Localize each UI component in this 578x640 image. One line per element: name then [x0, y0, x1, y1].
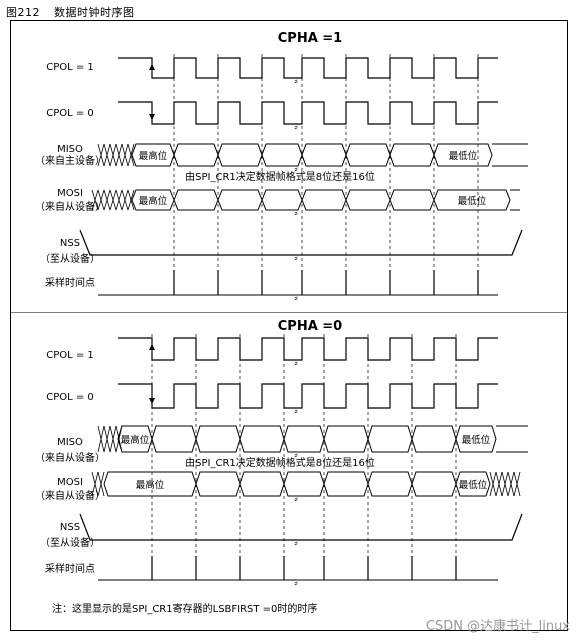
row-label-mosi: MOSI	[57, 188, 83, 199]
break-mark: ⸗	[294, 450, 298, 461]
row-label-miso: （来自从设备）	[35, 451, 105, 464]
timing-panel-1: CPHA =1 CPOL = 1 CPOL = 0 MISO（来自主设备） MOSI（来…	[35, 31, 528, 304]
mosi-bus-bit-cell	[261, 189, 303, 211]
cpol1-clock-waveform	[118, 57, 498, 79]
mosi-bus-bit-cell	[389, 189, 435, 211]
miso-bus-bit-cell	[367, 425, 413, 453]
row-label-nss: NSS	[60, 238, 80, 249]
mosi-bus-bit-cell	[345, 189, 391, 211]
row-label-cpol1: CPOL = 1	[46, 62, 94, 73]
break-mark: ⸗	[294, 164, 298, 175]
row-label-sample: 采样时间点	[45, 276, 95, 289]
break-mark: ⸗	[294, 253, 298, 264]
frame-format-note: 由SPI_CR1决定数据帧格式是8位还是16位	[185, 170, 375, 183]
row-label-cpol0: CPOL = 0	[46, 392, 94, 403]
mosi-bus-bit-cell	[455, 471, 491, 497]
break-mark: ⸗	[294, 494, 298, 505]
miso-bus-bit-cell	[239, 425, 285, 453]
break-mark: ⸗	[294, 538, 298, 549]
miso-bus-msb-label: 最高位	[121, 434, 150, 446]
mosi-bus-msb-label: 最高位	[136, 479, 165, 491]
row-label-sample: 采样时间点	[45, 562, 95, 575]
miso-bus-bit-cell	[261, 143, 303, 167]
mosi-bus-bit-cell	[411, 471, 457, 497]
panel-header: CPHA =0	[278, 319, 342, 334]
figure-frame	[10, 20, 568, 631]
edge-arrow-down	[149, 398, 155, 404]
row-label-cpol1: CPOL = 1	[46, 350, 94, 361]
edge-arrow-up	[149, 64, 155, 70]
mosi-bus-bit-cell	[239, 471, 285, 497]
footnote: 注：这里显示的是SPI_CR1寄存器的LSBFIRST =0时的时序	[52, 602, 317, 615]
panel-header: CPHA =1	[278, 31, 342, 46]
miso-bus-hatch-start	[97, 425, 123, 453]
figure-title: 图212 数据时钟时序图	[6, 4, 145, 20]
break-mark: ⸗	[294, 293, 298, 304]
mosi-bus-lsb-label: 最低位	[459, 479, 488, 491]
mosi-bus-hatch-end	[489, 471, 521, 497]
nss-waveform	[79, 229, 523, 256]
mosi-bus-bit-cell	[433, 189, 511, 211]
miso-bus-msb-label: 最高位	[139, 150, 168, 162]
row-label-nss: （至从设备）	[40, 252, 100, 265]
mosi-bus-bit-cell	[195, 471, 241, 497]
mosi-bus-msb-label: 最高位	[139, 195, 168, 207]
miso-bus-bit-cell	[411, 425, 457, 453]
miso-bus-bit-cell	[323, 425, 369, 453]
mosi-bus-bit-cell	[217, 189, 263, 211]
mosi-bus-bit-cell	[283, 471, 325, 497]
miso-bus-bit-cell	[389, 143, 435, 167]
miso-bus-bit-cell	[455, 425, 497, 453]
miso-bus-bit-cell	[151, 425, 197, 453]
edge-arrow-down	[149, 114, 155, 120]
mosi-bus-bit-cell	[323, 471, 369, 497]
miso-bus-hatch-start	[97, 143, 135, 167]
mosi-bus-bit-cell	[301, 189, 347, 211]
mosi-bus-hatch-start	[91, 189, 135, 211]
mosi-bus-bit-cell	[173, 189, 219, 211]
figure-number: 图212	[6, 6, 40, 19]
miso-bus-bit-cell	[173, 143, 219, 167]
miso-bus-bit-cell	[283, 425, 325, 453]
break-mark: ⸗	[294, 122, 298, 133]
row-label-miso: MISO	[57, 437, 83, 448]
miso-bus-bit-cell	[345, 143, 391, 167]
mosi-bus-hatch-start	[91, 471, 105, 497]
miso-bus-bit-cell	[217, 143, 263, 167]
row-label-nss: NSS	[60, 522, 80, 533]
miso-bus-bit-cell	[433, 143, 493, 167]
break-mark: ⸗	[294, 208, 298, 219]
row-label-mosi: （来自从设备）	[35, 489, 105, 502]
miso-bus-lsb-label: 最低位	[462, 434, 491, 446]
edge-arrow-up	[149, 344, 155, 350]
miso-bus-lsb-label: 最低位	[449, 150, 478, 162]
miso-bus-bit-cell	[301, 143, 347, 167]
nss-waveform	[79, 513, 523, 541]
break-mark: ⸗	[294, 578, 298, 589]
break-mark: ⸗	[294, 76, 298, 87]
miso-bus-bit-cell	[195, 425, 241, 453]
break-mark: ⸗	[294, 358, 298, 369]
row-label-nss: （至从设备）	[40, 536, 100, 549]
miso-bus-line-end	[492, 143, 528, 167]
row-label-mosi: （来自从设备）	[35, 200, 105, 213]
mosi-bus-line-end	[510, 189, 520, 211]
row-label-miso: （来自主设备）	[35, 154, 105, 167]
mosi-bus-lsb-label: 最低位	[458, 195, 487, 207]
break-mark: ⸗	[294, 406, 298, 417]
watermark: CSDN @达康书计_linux	[425, 619, 570, 634]
cpol0-clock-waveform	[118, 383, 498, 409]
cpol0-clock-waveform	[118, 101, 498, 125]
row-label-miso: MISO	[57, 144, 83, 155]
miso-bus-line-end	[496, 425, 528, 453]
frame-format-note: 由SPI_CR1决定数据帧格式是8位还是16位	[185, 456, 375, 469]
row-label-mosi: MOSI	[57, 477, 83, 488]
cpol1-clock-waveform	[118, 337, 498, 361]
figure-caption: 数据时钟时序图	[54, 6, 135, 19]
row-label-cpol0: CPOL = 0	[46, 108, 94, 119]
mosi-bus-bit-cell	[367, 471, 413, 497]
